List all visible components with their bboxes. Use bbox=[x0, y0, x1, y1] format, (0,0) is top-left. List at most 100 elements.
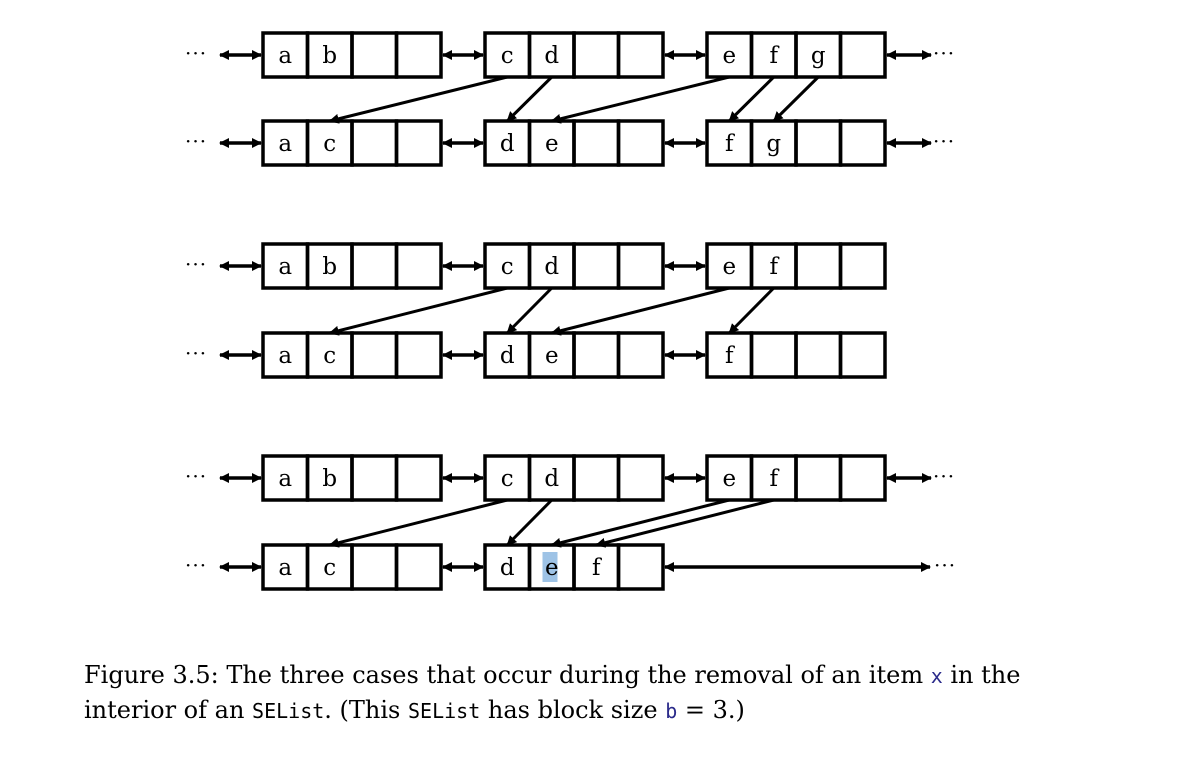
move-arrow bbox=[328, 498, 508, 548]
highlight-mark bbox=[542, 552, 558, 582]
caption-selist-2: SEList bbox=[408, 699, 481, 723]
cell-label: e bbox=[545, 343, 559, 369]
move-arrow bbox=[772, 75, 820, 123]
cell bbox=[572, 31, 621, 79]
cell-label: e bbox=[722, 466, 736, 492]
move-arrow bbox=[550, 498, 730, 548]
cell bbox=[350, 242, 399, 290]
move-arrow bbox=[550, 75, 730, 124]
cell bbox=[616, 454, 665, 502]
cell-label: d bbox=[544, 254, 559, 280]
cell-label: c bbox=[323, 343, 336, 369]
cell-label: c bbox=[501, 466, 514, 492]
caption-mid3: has block size bbox=[480, 696, 666, 724]
cell bbox=[838, 331, 887, 379]
cell bbox=[749, 331, 798, 379]
cell-label: g bbox=[766, 131, 781, 157]
cell-label: d bbox=[500, 555, 515, 581]
block: f bbox=[705, 331, 887, 379]
move-arrow bbox=[328, 75, 508, 124]
cell-label: e bbox=[722, 254, 736, 280]
cell bbox=[794, 119, 843, 167]
caption-var-x: x bbox=[930, 664, 943, 688]
cell bbox=[350, 543, 399, 591]
cell bbox=[350, 119, 399, 167]
move-arrow bbox=[506, 286, 553, 335]
cell bbox=[572, 331, 621, 379]
ellipsis-right: ··· bbox=[933, 129, 955, 153]
cell-label: d bbox=[500, 131, 515, 157]
cell bbox=[616, 31, 665, 79]
move-arrow bbox=[328, 286, 508, 336]
cell bbox=[616, 543, 665, 591]
cell bbox=[394, 454, 443, 502]
cell-label: f bbox=[769, 43, 779, 69]
cell bbox=[572, 454, 621, 502]
cell bbox=[350, 31, 399, 79]
cell bbox=[572, 242, 621, 290]
ellipsis-right: ··· bbox=[933, 464, 955, 488]
cell-label: e bbox=[722, 43, 736, 69]
cell bbox=[616, 119, 665, 167]
ellipsis-right: ··· bbox=[934, 553, 956, 577]
move-arrow bbox=[728, 75, 775, 123]
cell bbox=[838, 119, 887, 167]
cell bbox=[794, 242, 843, 290]
cell bbox=[350, 331, 399, 379]
cell-label: a bbox=[278, 254, 292, 280]
cell bbox=[838, 242, 887, 290]
move-arrow bbox=[506, 75, 553, 123]
cell-label: a bbox=[278, 131, 292, 157]
cell-label: d bbox=[544, 466, 559, 492]
ellipsis-left: ··· bbox=[185, 464, 207, 488]
cell-label: c bbox=[501, 254, 514, 280]
cell bbox=[394, 242, 443, 290]
cell-label: f bbox=[769, 466, 779, 492]
cell bbox=[394, 331, 443, 379]
cell-label: e bbox=[545, 131, 559, 157]
cell-label: d bbox=[544, 43, 559, 69]
cell bbox=[616, 331, 665, 379]
caption-mid1: in the interior of an bbox=[84, 661, 1021, 724]
caption-selist-1: SEList bbox=[252, 699, 325, 723]
element-move-arrows bbox=[328, 75, 820, 548]
cell-label: a bbox=[278, 43, 292, 69]
cell-label: c bbox=[323, 131, 336, 157]
move-arrow bbox=[506, 498, 553, 547]
move-arrow bbox=[595, 498, 775, 548]
cell bbox=[794, 331, 843, 379]
caption-mid2: . (This bbox=[324, 696, 409, 724]
cell-label: b bbox=[322, 43, 337, 69]
cell-label: f bbox=[592, 555, 602, 581]
ellipsis-left: ··· bbox=[185, 341, 207, 365]
ellipsis-right: ··· bbox=[933, 41, 955, 65]
cell-label: d bbox=[500, 343, 515, 369]
cell bbox=[616, 242, 665, 290]
cell bbox=[838, 454, 887, 502]
ellipsis-left: ··· bbox=[185, 553, 207, 577]
cell bbox=[794, 454, 843, 502]
move-arrow bbox=[728, 286, 775, 335]
cell-label: b bbox=[322, 466, 337, 492]
cell bbox=[838, 31, 887, 79]
caption-suffix: = 3.) bbox=[677, 696, 745, 724]
caption-prefix: Figure 3.5: The three cases that occur d… bbox=[84, 661, 931, 689]
ellipsis-left: ··· bbox=[185, 41, 207, 65]
